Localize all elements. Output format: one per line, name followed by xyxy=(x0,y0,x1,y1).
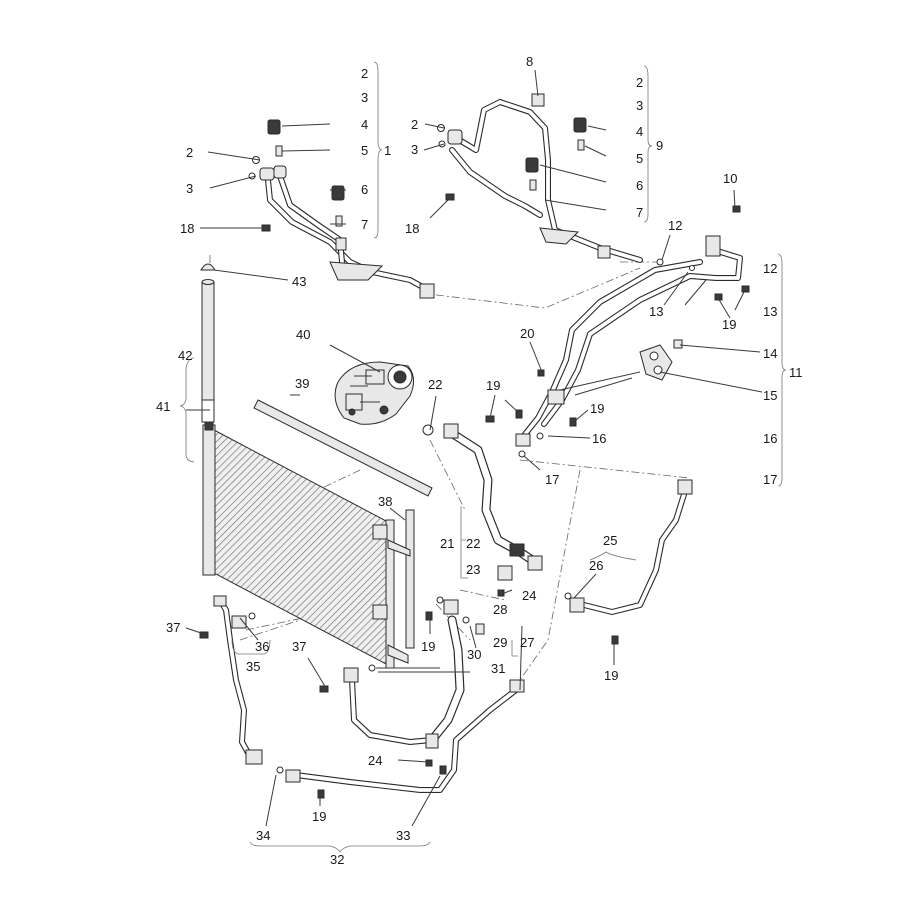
callout-21: 21 xyxy=(440,536,454,551)
callout-17: 17 xyxy=(545,472,559,487)
callout-5-right: 5 xyxy=(636,151,643,166)
valve-core-7-right[interactable] xyxy=(529,179,537,191)
condenser-bracket[interactable] xyxy=(387,539,411,664)
callout-35: 35 xyxy=(246,659,260,674)
callout-31: 31 xyxy=(491,661,505,676)
valve-cap-4-right[interactable] xyxy=(573,117,587,133)
callout-2-left: 2 xyxy=(186,145,193,160)
callout-3-left-top: 3 xyxy=(361,90,368,105)
callout-labels: 2 3 4 5 1 6 7 2 3 18 8 2 3 18 2 3 4 5 9 … xyxy=(156,54,803,867)
pipe-assembly-9[interactable] xyxy=(447,99,643,263)
callout-9: 9 xyxy=(656,138,663,153)
callout-42: 42 xyxy=(178,348,192,363)
callout-3-mid: 3 xyxy=(411,142,418,157)
group-brackets xyxy=(179,61,787,853)
callout-3-right-top: 3 xyxy=(636,98,643,113)
callout-2-left-top: 2 xyxy=(361,66,368,81)
pipe-assembly-1[interactable] xyxy=(259,165,435,299)
valve-cap-6-left[interactable] xyxy=(331,185,345,201)
callout-13-right: 13 xyxy=(763,304,777,319)
callout-41: 41 xyxy=(156,399,170,414)
callout-2-mid: 2 xyxy=(411,117,418,132)
callout-19-mid: 19 xyxy=(486,378,500,393)
callout-19-center: 19 xyxy=(421,639,435,654)
callout-15: 15 xyxy=(763,388,777,403)
valve-core-7-left[interactable] xyxy=(335,215,343,227)
receiver-drier[interactable] xyxy=(201,279,215,423)
callout-10: 10 xyxy=(723,171,737,186)
callout-2-right-top: 2 xyxy=(636,75,643,90)
callout-11: 11 xyxy=(789,365,803,380)
callout-18-left: 18 xyxy=(180,221,194,236)
compressor[interactable] xyxy=(334,361,414,425)
callout-27: 27 xyxy=(520,635,534,650)
callout-8: 8 xyxy=(526,54,533,69)
condenser[interactable] xyxy=(202,421,395,669)
callout-19-right-top: 19 xyxy=(722,317,736,332)
bolts[interactable] xyxy=(199,193,750,799)
callout-6-right: 6 xyxy=(636,178,643,193)
callout-43: 43 xyxy=(292,274,306,289)
callout-34: 34 xyxy=(256,828,270,843)
callout-30: 30 xyxy=(467,647,481,662)
liquid-line[interactable] xyxy=(213,595,525,793)
callout-7-left: 7 xyxy=(361,217,368,232)
callout-40: 40 xyxy=(296,327,310,342)
callout-18-mid: 18 xyxy=(405,221,419,236)
callout-33: 33 xyxy=(396,828,410,843)
side-seal[interactable] xyxy=(405,509,415,649)
callout-23: 23 xyxy=(466,562,480,577)
callout-24-bottom: 24 xyxy=(368,753,382,768)
callout-12-right: 12 xyxy=(763,261,777,276)
callout-16: 16 xyxy=(592,431,606,446)
callout-16-right: 16 xyxy=(763,431,777,446)
callout-36: 36 xyxy=(255,639,269,654)
callout-12-mid: 12 xyxy=(668,218,682,233)
seal-strip[interactable] xyxy=(253,399,433,497)
valve-cap-4-left[interactable] xyxy=(267,119,281,135)
callout-28: 28 xyxy=(493,602,507,617)
callout-20: 20 xyxy=(520,326,534,341)
callout-3-left: 3 xyxy=(186,181,193,196)
callout-37-mid: 37 xyxy=(292,639,306,654)
callout-19-mid-right: 19 xyxy=(590,401,604,416)
callout-1: 1 xyxy=(384,143,391,158)
discharge-hose[interactable] xyxy=(343,599,465,749)
callout-22-top: 22 xyxy=(428,377,442,392)
suction-hose[interactable] xyxy=(443,423,543,571)
valve-core-5-right[interactable] xyxy=(577,139,585,151)
valve-core-5-left[interactable] xyxy=(275,145,283,157)
leader-lines xyxy=(185,69,763,827)
callout-38: 38 xyxy=(378,494,392,509)
block-fitting[interactable] xyxy=(639,344,673,381)
callout-24-mid: 24 xyxy=(522,588,536,603)
callout-7-right: 7 xyxy=(636,205,643,220)
callout-6-left: 6 xyxy=(361,182,368,197)
callout-26: 26 xyxy=(589,558,603,573)
callout-37-left: 37 xyxy=(166,620,180,635)
drier-cap[interactable] xyxy=(200,263,216,271)
callout-5-left: 5 xyxy=(361,143,368,158)
callout-4-right: 4 xyxy=(636,124,643,139)
callout-14: 14 xyxy=(763,346,777,361)
callout-19-right-bottom: 19 xyxy=(604,668,618,683)
pipe-assembly-11[interactable] xyxy=(515,235,743,447)
callout-25: 25 xyxy=(603,533,617,548)
pipe-25[interactable] xyxy=(569,479,693,615)
callout-19-bottom: 19 xyxy=(312,809,326,824)
callout-29: 29 xyxy=(493,635,507,650)
callout-32: 32 xyxy=(330,852,344,867)
callout-4-left: 4 xyxy=(361,117,368,132)
callout-22: 22 xyxy=(466,536,480,551)
valve-cap-6-right[interactable] xyxy=(525,157,539,173)
callout-17-right: 17 xyxy=(763,472,777,487)
callout-13-mid: 13 xyxy=(649,304,663,319)
callout-39: 39 xyxy=(295,376,309,391)
